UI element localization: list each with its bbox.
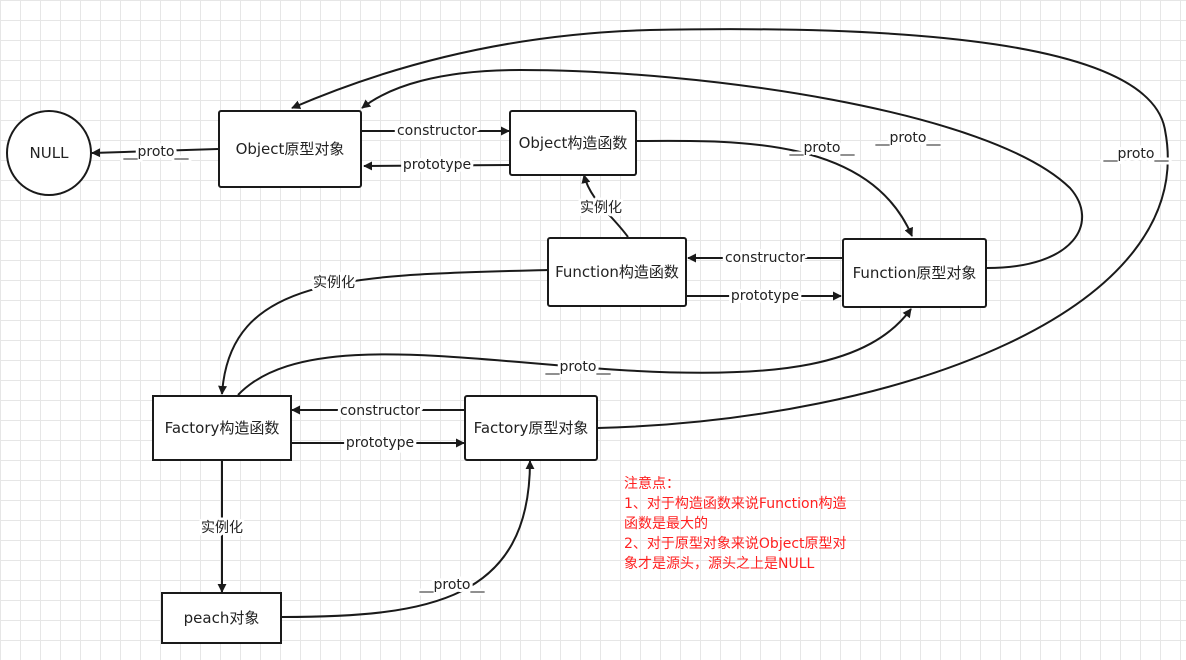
note-title: 注意点：	[624, 476, 680, 492]
object-constructor-node: Object构造函数	[509, 110, 637, 176]
label-object-proto-to-null: __proto__	[123, 144, 190, 160]
edge-factory-ctor-to-function-proto	[237, 308, 912, 396]
function-constructor-node: Function构造函数	[547, 237, 687, 307]
label-function-ctor-to-factory-ctor: 实例化	[313, 275, 355, 291]
peach-object-node: peach对象	[161, 592, 282, 644]
note-line-1: 1、对于构造函数来说Function构造	[624, 496, 847, 512]
factory-constructor-node: Factory构造函数	[152, 395, 292, 461]
label-function-ctor-to-function-proto: prototype	[731, 288, 799, 304]
label-object-ctor-to-object-proto: prototype	[403, 157, 471, 173]
edge-function-proto-to-object-proto	[361, 68, 1084, 269]
object-prototype-node: Object原型对象	[218, 110, 362, 188]
label-object-ctor-to-function-proto: __proto__	[789, 140, 856, 156]
edge-factory-proto-to-object-proto	[291, 28, 1169, 429]
null-node: NULL	[6, 110, 92, 196]
label-factory-proto-to-object-proto: __proto__	[1103, 146, 1170, 162]
edge-object-ctor-to-object-proto	[363, 161, 510, 171]
function-prototype-node: Function原型对象	[842, 238, 987, 308]
label-function-ctor-to-object-ctor: 实例化	[580, 200, 622, 216]
label-factory-ctor-to-factory-proto: prototype	[346, 435, 414, 451]
edge-function-ctor-to-factory-ctor	[218, 269, 549, 395]
label-function-proto-to-function-ctor: constructor	[725, 250, 805, 266]
label-object-proto-to-object-ctor: constructor	[397, 123, 477, 139]
edge-object-proto-to-null	[91, 148, 219, 158]
label-peach-to-factory-proto: __proto__	[419, 577, 486, 593]
label-function-proto-to-object-proto: __proto__	[875, 130, 942, 146]
edge-peach-to-factory-proto	[281, 460, 535, 618]
label-factory-ctor-to-function-proto: __proto__	[545, 359, 612, 375]
note-line-2: 函数是最大的	[624, 516, 708, 532]
label-factory-proto-to-factory-ctor: constructor	[340, 403, 420, 419]
label-factory-ctor-to-peach: 实例化	[201, 520, 243, 536]
note-line-4: 象才是源头，源头之上是NULL	[624, 556, 815, 572]
factory-prototype-node: Factory原型对象	[464, 395, 598, 461]
edge-object-ctor-to-function-proto	[636, 139, 913, 237]
note-block: 注意点： 1、对于构造函数来说Function构造 函数是最大的 2、对于原型对…	[624, 474, 894, 574]
edge-function-ctor-to-object-ctor	[581, 174, 629, 238]
note-line-3: 2、对于原型对象来说Object原型对	[624, 536, 847, 552]
